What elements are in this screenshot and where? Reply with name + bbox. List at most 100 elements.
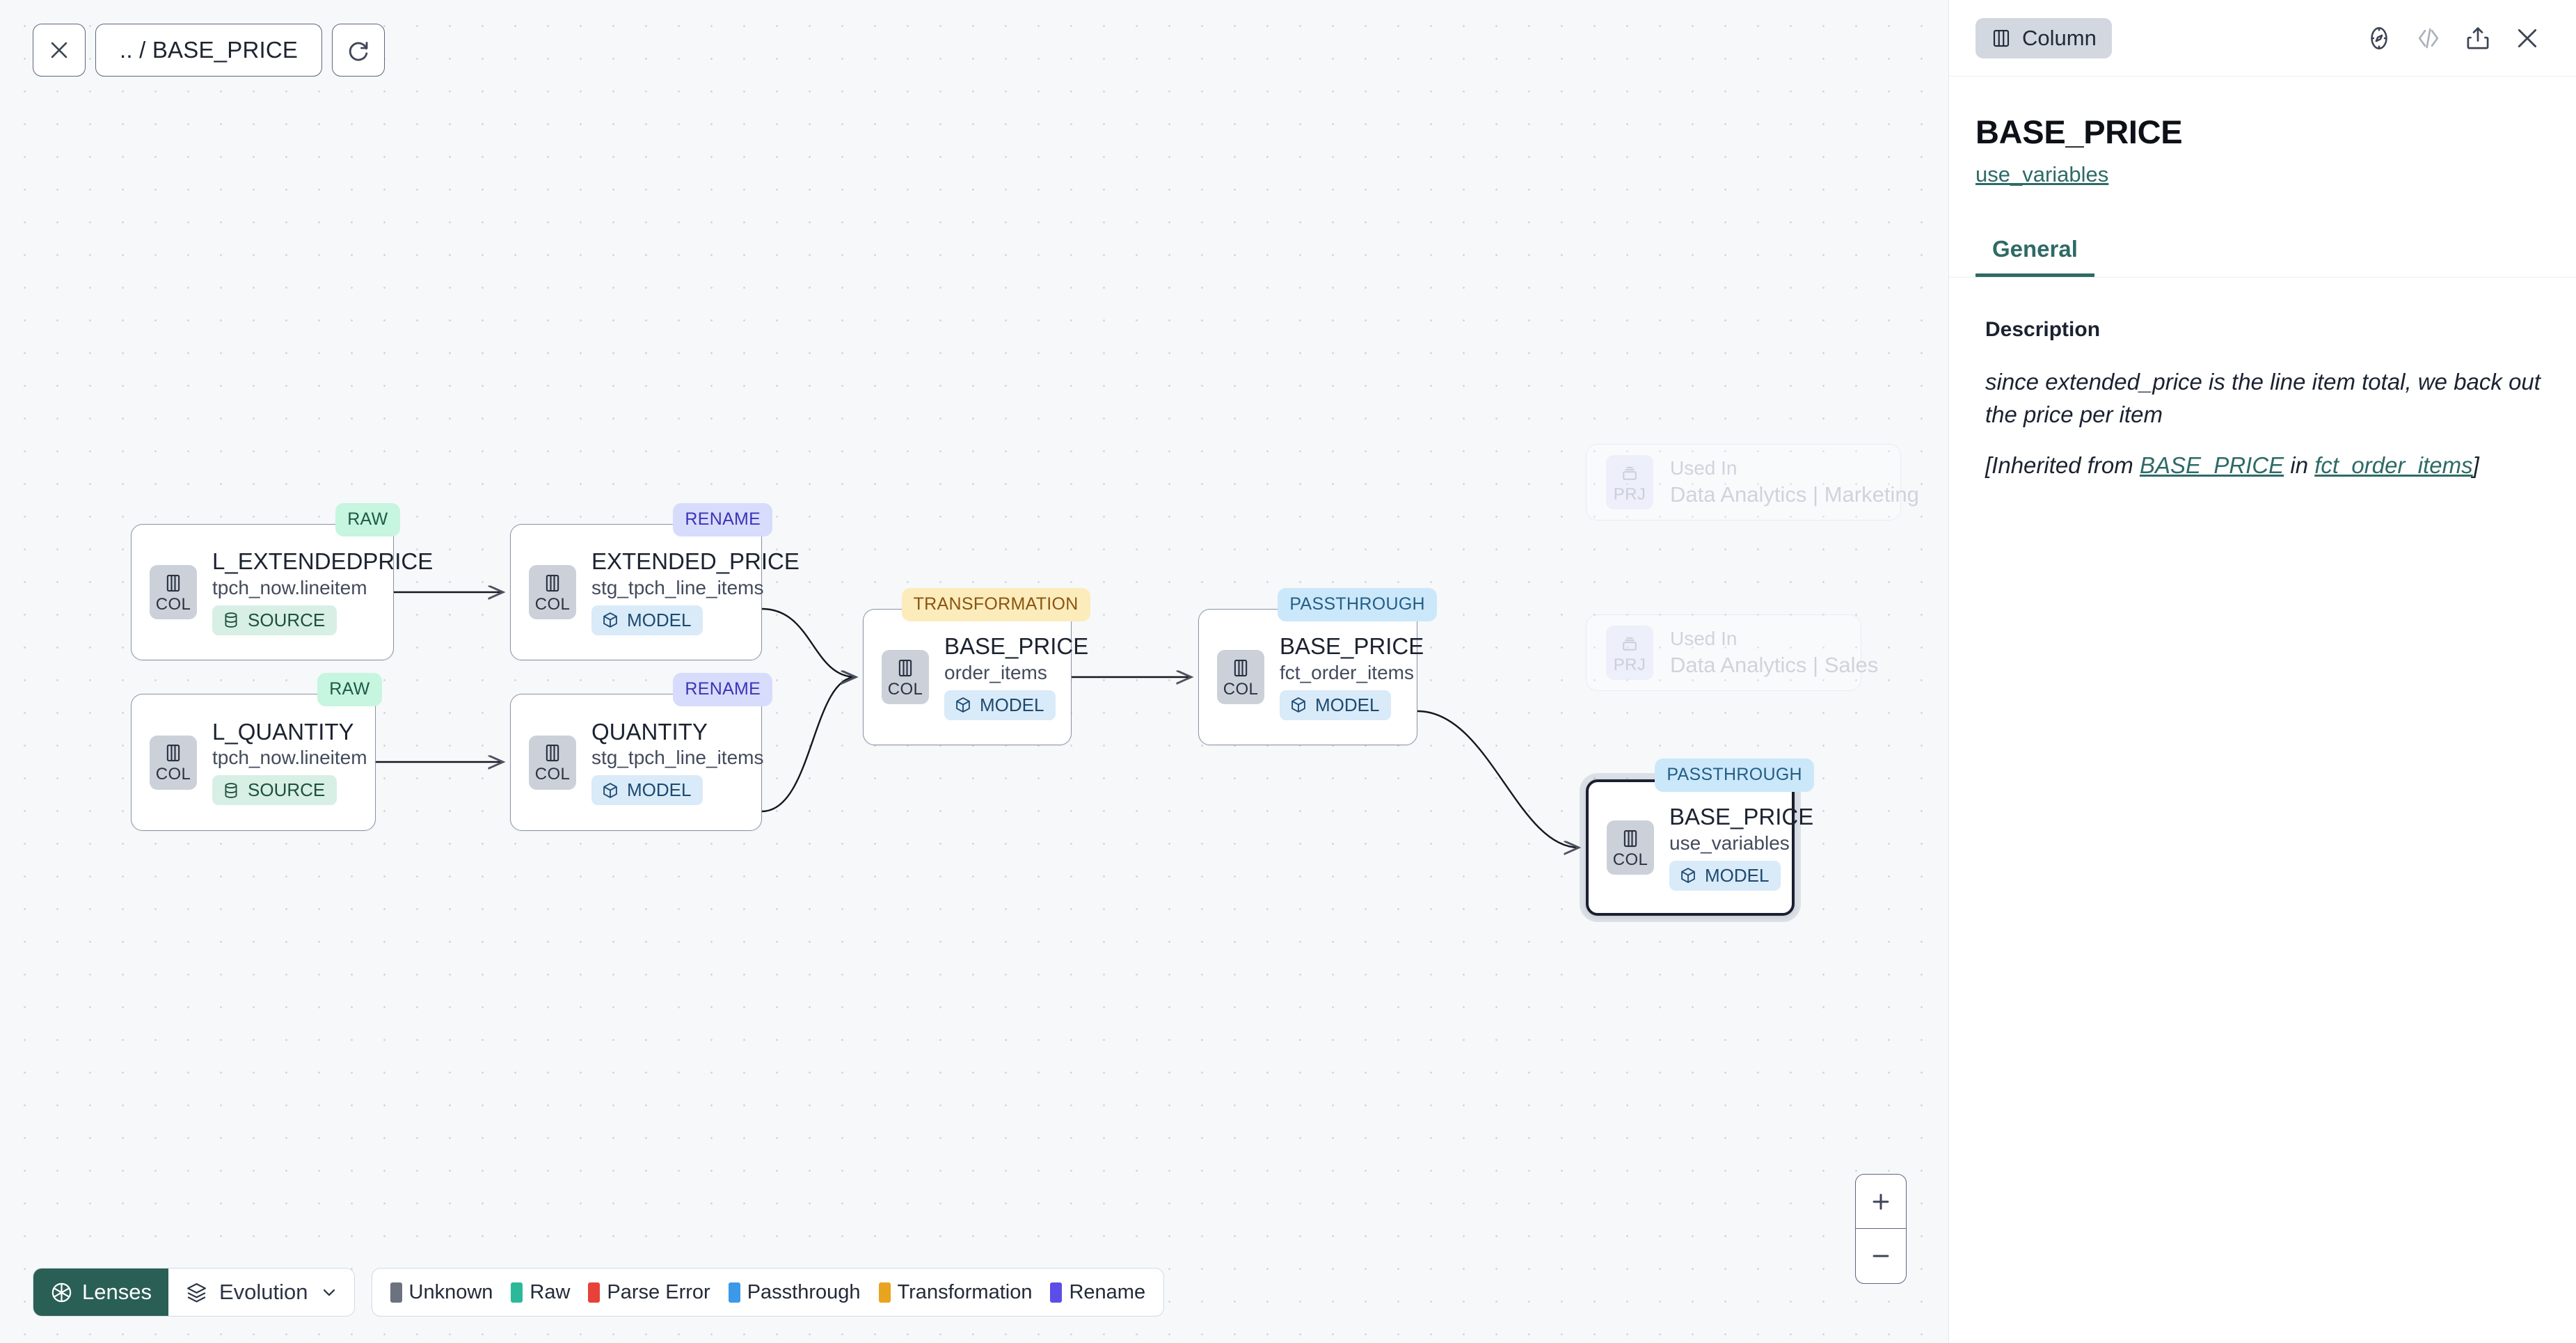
share-icon[interactable] xyxy=(2465,25,2491,51)
column-chip-label: COL xyxy=(534,765,571,784)
legend-label: Passthrough xyxy=(747,1280,861,1303)
materialization-chip: MODEL xyxy=(1669,860,1781,891)
column-icon xyxy=(1234,659,1248,676)
inherited-note: [Inherited from BASE_PRICE in fct_order_… xyxy=(1985,450,2541,482)
evolution-dropdown[interactable]: Evolution xyxy=(168,1269,354,1316)
zoom-controls xyxy=(1855,1174,1907,1284)
node-type-badge-label: RAW xyxy=(347,509,388,529)
used-in-label: Used In xyxy=(1670,457,1738,479)
project-icon xyxy=(1623,637,1637,651)
legend-swatch xyxy=(390,1282,402,1303)
lineage-edge xyxy=(1417,710,1579,848)
node-title: L_QUANTITY xyxy=(212,718,354,745)
materialization-chip: SOURCE xyxy=(212,775,337,806)
code-icon[interactable] xyxy=(2415,24,2442,52)
materialization-chip: MODEL xyxy=(944,690,1056,720)
layers-icon xyxy=(186,1282,206,1303)
column-icon xyxy=(898,659,912,676)
page-title: BASE_PRICE xyxy=(1975,113,2183,150)
tab-general[interactable]: General xyxy=(1975,236,2094,277)
breadcrumb[interactable]: .. / BASE_PRICE xyxy=(95,24,323,77)
compass-icon[interactable] xyxy=(2366,25,2392,51)
refresh-button[interactable] xyxy=(332,24,385,77)
close-graph-button[interactable] xyxy=(33,24,86,77)
inherited-model-link[interactable]: fct_order_items xyxy=(2314,452,2473,478)
lenses-group: Lenses Evolution xyxy=(33,1268,355,1317)
details-panel: Column xyxy=(1948,0,2576,1343)
materialization-chip: MODEL xyxy=(1280,690,1392,720)
legend-label: Raw xyxy=(530,1280,571,1303)
project-icon xyxy=(1623,466,1637,480)
legend-swatch xyxy=(588,1282,601,1303)
zoom-out-button[interactable] xyxy=(1856,1229,1906,1283)
inherited-join: in xyxy=(2284,452,2315,478)
evolution-label: Evolution xyxy=(218,1280,308,1304)
materialization-label: MODEL xyxy=(627,779,692,801)
project-chip-label: PRJ xyxy=(1613,655,1646,674)
lenses-button[interactable]: Lenses xyxy=(33,1269,168,1316)
node-type-badge-label: TRANSFORMATION xyxy=(913,594,1079,614)
column-chip-label: COL xyxy=(1612,850,1648,869)
close-panel-button[interactable] xyxy=(2513,24,2541,52)
node-type-badge: PASSTHROUGH xyxy=(1655,758,1814,792)
legend-label: Transformation xyxy=(897,1280,1033,1303)
legend-label: Unknown xyxy=(408,1280,493,1303)
legend-item[interactable]: Parse Error xyxy=(588,1281,710,1304)
node-title: EXTENDED_PRICE xyxy=(591,548,800,575)
node-title: BASE_PRICE xyxy=(944,633,1089,660)
panel-tabs: General xyxy=(1949,236,2576,278)
legend-item[interactable]: Unknown xyxy=(390,1281,493,1304)
lenses-label: Lenses xyxy=(82,1280,152,1304)
column-chip: COL xyxy=(882,650,929,704)
zoom-in-button[interactable] xyxy=(1856,1175,1906,1229)
close-icon xyxy=(51,42,67,58)
legend-item[interactable]: Passthrough xyxy=(728,1280,861,1304)
legend-label: Parse Error xyxy=(607,1280,710,1303)
legend-swatch xyxy=(511,1282,523,1303)
node-subtitle: stg_tpch_line_items xyxy=(591,576,764,598)
aperture-icon xyxy=(51,1282,72,1302)
node-subtitle: tpch_now.lineitem xyxy=(212,576,367,598)
node-title: QUANTITY xyxy=(591,718,708,745)
node-title: BASE_PRICE xyxy=(1669,804,1814,830)
column-icon xyxy=(1993,29,2010,47)
refresh-icon xyxy=(349,42,368,61)
column-chip: COL xyxy=(150,565,197,619)
legend-item[interactable]: Raw xyxy=(511,1281,570,1304)
node-type-badge-label: PASSTHROUGH xyxy=(1289,594,1425,614)
node-title: BASE_PRICE xyxy=(1280,633,1424,660)
column-chip: COL xyxy=(529,565,576,619)
cube-icon xyxy=(603,612,617,628)
legend-item[interactable]: Rename xyxy=(1050,1281,1145,1304)
cube-icon xyxy=(1291,697,1305,713)
description-text: since extended_price is the line item to… xyxy=(1985,369,2541,427)
column-icon xyxy=(546,574,559,591)
project-name: Data Analytics | Marketing xyxy=(1670,482,1919,507)
minus-icon xyxy=(1873,1255,1889,1257)
model-link[interactable]: use_variables xyxy=(1975,162,2109,186)
column-chip: COL xyxy=(529,735,576,790)
legend: Unknown Raw Parse Error Passthrough Transfor… xyxy=(371,1268,1165,1317)
legend-item[interactable]: Transformation xyxy=(878,1280,1033,1304)
node-subtitle: use_variables xyxy=(1669,832,1790,854)
lineage-edge xyxy=(761,677,856,813)
inherited-column-link[interactable]: BASE_PRICE xyxy=(2139,452,2284,478)
node-type-badge: PASSTHROUGH xyxy=(1278,588,1437,621)
legend-label: Rename xyxy=(1069,1280,1146,1303)
column-icon xyxy=(546,744,559,762)
column-icon xyxy=(1623,829,1637,847)
materialization-label: MODEL xyxy=(627,609,692,630)
node-subtitle: order_items xyxy=(944,661,1047,683)
bottom-bar: Lenses Evolution Unknown Raw Parse Error Pa… xyxy=(33,1268,1165,1317)
entity-type-chip: Column xyxy=(1975,17,2112,58)
